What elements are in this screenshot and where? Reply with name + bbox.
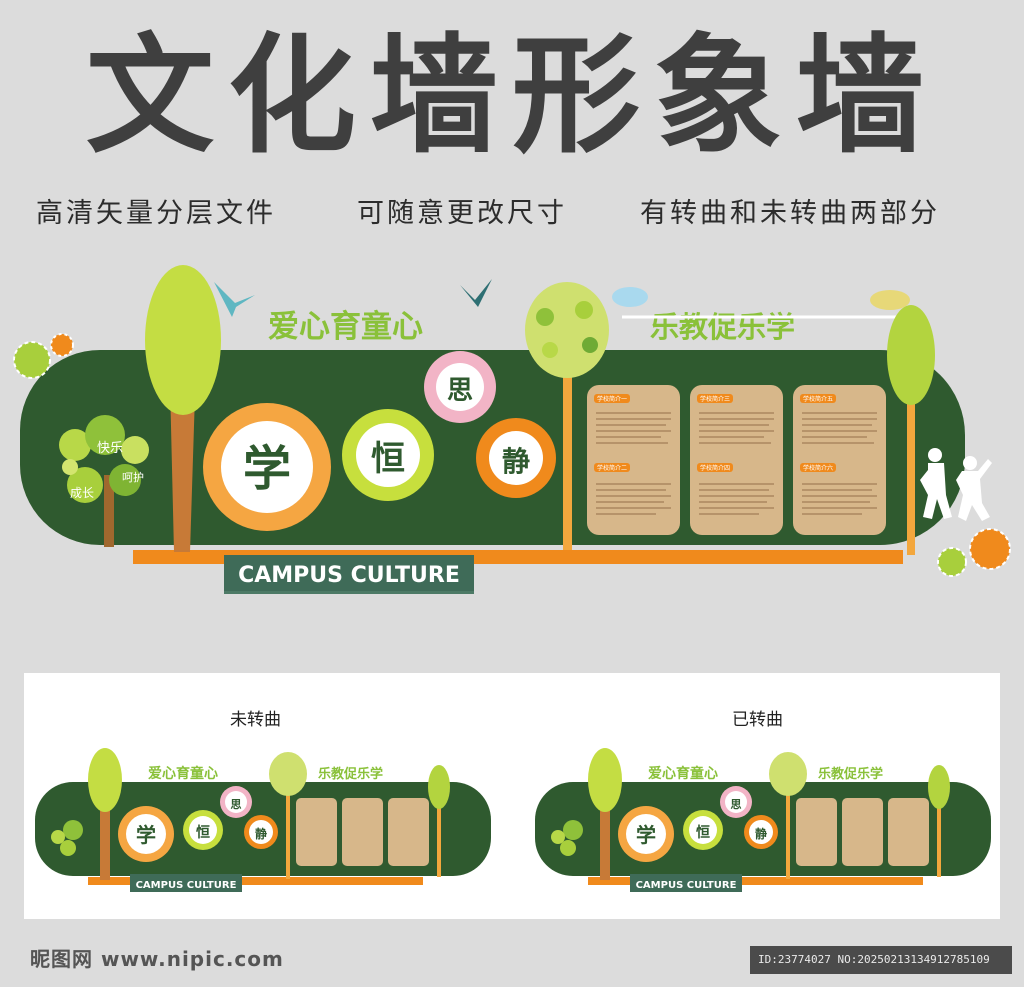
flower-word-jing: 静	[502, 445, 530, 478]
preview-caption-right: 已转曲	[732, 710, 783, 730]
watermark: 昵图网 www.nipic.com	[30, 947, 284, 971]
board-2	[690, 385, 783, 535]
children-silhouette-icon	[920, 448, 992, 521]
board-3	[793, 385, 886, 535]
board-tag-6: 学校简介六	[803, 464, 833, 472]
cloud-yellow	[870, 290, 910, 310]
id-bar: ID:23774027 NO:20250213134912785109	[750, 946, 1012, 974]
svg-text:爱心育童心: 爱心育童心	[648, 765, 718, 782]
preview-wall-left: 学 恒 思 静 爱心育童心 乐教促乐学 CAMPUS CULTURE	[35, 748, 491, 892]
small-tree-left	[59, 415, 149, 547]
svg-text:学: 学	[136, 823, 156, 847]
subtitle-1: 高清矢量分层文件	[36, 198, 276, 229]
subtitle-3: 有转曲和未转曲两部分	[640, 198, 940, 229]
flower-word-heng: 恒	[371, 439, 405, 479]
deco-flower-green-right	[937, 547, 967, 577]
svg-text:乐教促乐学: 乐教促乐学	[318, 766, 383, 782]
cloud-blue	[612, 287, 648, 307]
svg-text:静: 静	[255, 826, 267, 841]
board-tag-5: 学校简介五	[803, 395, 833, 403]
right-tree	[887, 305, 935, 555]
tree-word-2: 呵护	[122, 470, 144, 484]
banner-text: CAMPUS CULTURE	[238, 563, 460, 588]
slogan-right: 乐教促乐学	[650, 310, 795, 344]
slogan-left: 爱心育童心	[268, 309, 423, 345]
svg-text:CAMPUS CULTURE: CAMPUS CULTURE	[636, 880, 737, 891]
tree-word-3: 成长	[70, 486, 94, 500]
svg-text:思: 思	[231, 798, 242, 811]
deco-flower-orange-left	[50, 333, 74, 357]
svg-text:乐教促乐学: 乐教促乐学	[818, 766, 883, 782]
subtitle-2: 可随意更改尺寸	[357, 198, 567, 229]
svg-text:CAMPUS CULTURE: CAMPUS CULTURE	[136, 880, 237, 891]
board-tag-2: 学校简介二	[597, 464, 627, 472]
deco-flower-orange-right	[969, 528, 1011, 570]
board-tag-1: 学校简介一	[597, 395, 627, 403]
bird-left-icon	[214, 282, 255, 317]
flower-si	[424, 351, 496, 423]
flower-word-xue: 学	[243, 441, 291, 497]
svg-text:思: 思	[731, 798, 742, 811]
svg-text:静: 静	[755, 826, 767, 841]
svg-text:恒: 恒	[196, 824, 210, 841]
board-text-lines	[596, 412, 877, 515]
tall-tree	[145, 265, 221, 552]
middle-tree	[525, 282, 609, 550]
preview-caption-left: 未转曲	[230, 710, 281, 730]
banner-bg	[224, 555, 474, 591]
flower-jing	[476, 418, 556, 498]
page-title: 文化墙形象墙	[85, 22, 938, 171]
flower-heng	[342, 409, 434, 501]
svg-text:恒: 恒	[696, 824, 710, 841]
culture-wall-main: 快乐 呵护 成长 学 恒 思 静	[13, 265, 1011, 594]
board-tag-4: 学校简介四	[700, 464, 730, 472]
bird-right-icon	[460, 279, 492, 307]
deco-flower-green-left	[13, 341, 51, 379]
flower-xue	[203, 403, 331, 531]
board-1	[587, 385, 680, 535]
flower-word-si: 思	[447, 376, 473, 406]
svg-text:学: 学	[636, 823, 656, 847]
tree-word-1: 快乐	[97, 441, 123, 456]
svg-text:爱心育童心: 爱心育童心	[148, 765, 218, 782]
board-tag-3: 学校简介三	[700, 395, 730, 403]
preview-wall-right: 学 恒 思 静 爱心育童心 乐教促乐学 CAMPUS CULTURE	[535, 748, 991, 892]
